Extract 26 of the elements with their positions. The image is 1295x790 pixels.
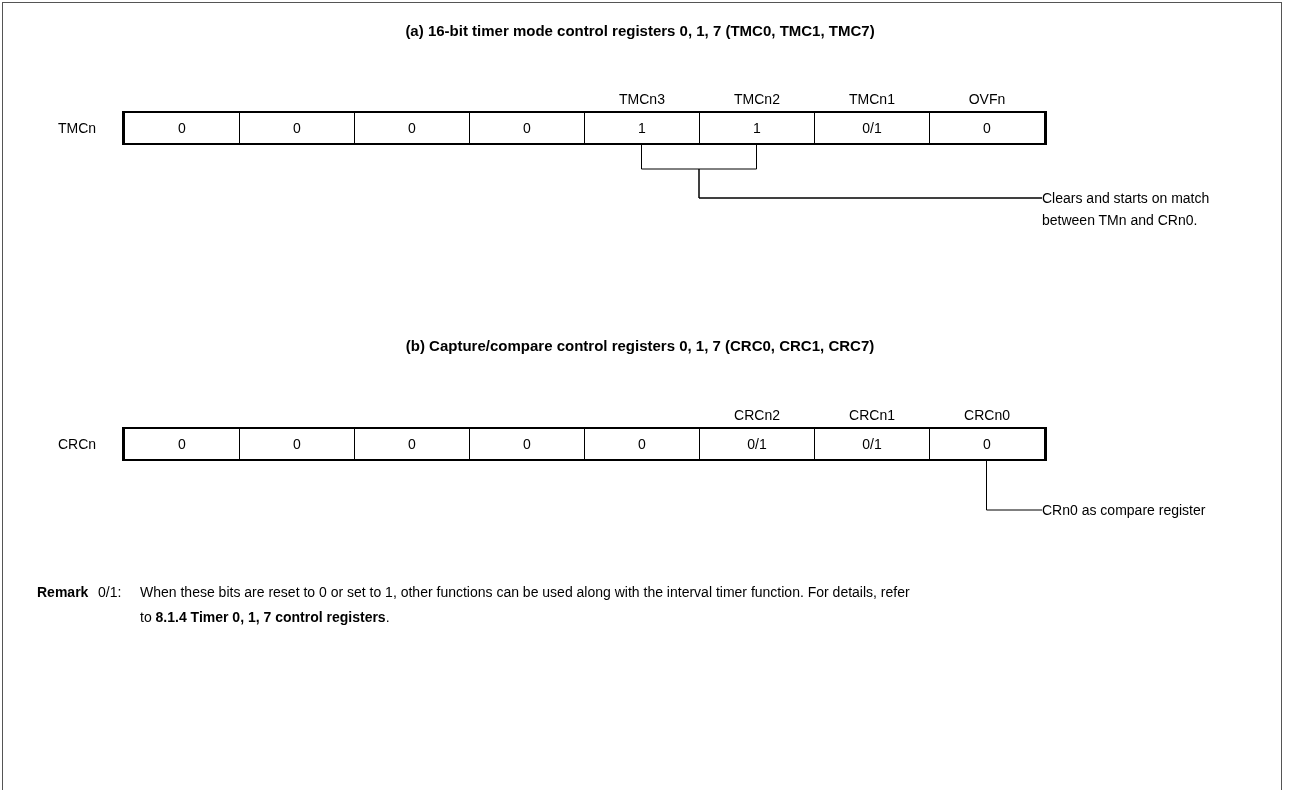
annotation-text: CRn0 as compare register	[1042, 499, 1242, 521]
remark-text: When these bits are reset to 0 or set to 1, other functions can be used along with the interval timer function. For details, refer to 8.1.4 Timer 0, 1, 7 control registers.	[140, 583, 910, 627]
bit-cell: 0	[125, 113, 239, 143]
bit-cell: 0	[354, 113, 469, 143]
section-heading: (b) Capture/compare control registers 0, 1, 7 (CRC0, CRC1, CRC7)	[405, 337, 875, 354]
bit-name: TMCn3	[619, 91, 665, 107]
remark-text: 0/1:	[98, 583, 122, 602]
bit-name: TMCn1	[849, 91, 895, 107]
bit-name: TMCn2	[734, 91, 780, 107]
bit-name: CRCn0	[964, 407, 1010, 423]
register-name: TMCn	[57, 120, 98, 136]
bit-cell: 0	[239, 429, 354, 459]
bit-name: CRCn1	[849, 407, 895, 423]
bit-name: CRCn2	[734, 407, 780, 423]
annotation-text: Clears and starts on match between TMn and CRn0.	[1042, 187, 1242, 231]
remark-text: Remark	[37, 583, 89, 602]
register-name: CRCn	[57, 436, 98, 452]
bit-cell: 0	[239, 113, 354, 143]
leader-line	[986, 458, 1043, 511]
bit-cell: 0	[469, 429, 584, 459]
bit-cell: 0	[469, 113, 584, 143]
bit-cell: 0	[584, 429, 699, 459]
bit-name: OVFn	[968, 91, 1006, 107]
bit-cell: 0	[354, 429, 469, 459]
section-heading: (a) 16-bit timer mode control registers 0, 1, 7 (TMC0, TMC1, TMC7)	[405, 22, 875, 39]
bit-cell: 0	[125, 429, 239, 459]
